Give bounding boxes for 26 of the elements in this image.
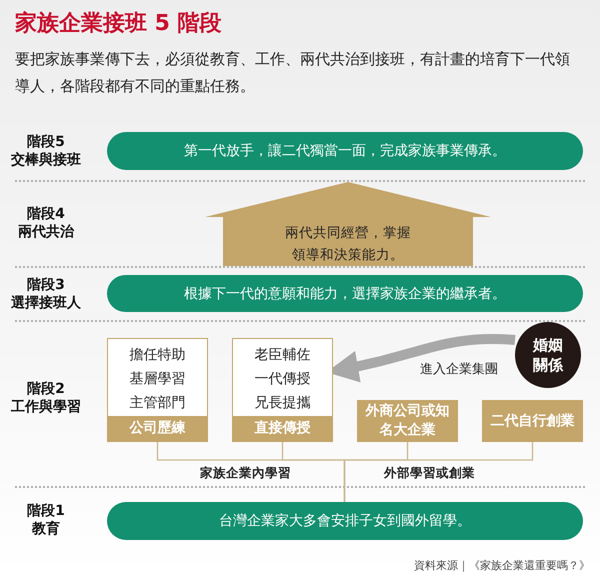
- relation-circle: 婚姻關係: [515, 322, 581, 388]
- stage-label: 階段1 教育: [26, 502, 66, 538]
- source-note: 資料來源｜《家族企業還重要嗎？》: [414, 558, 590, 573]
- stage-label: 階段2 工作與學習: [10, 380, 82, 416]
- stage-bar: 根據下一代的意願和能力，選擇家族企業的繼承者。: [107, 275, 583, 312]
- stage-bar: 第一代放手，讓二代獨當一面，完成家族事業傳承。: [107, 132, 583, 170]
- connector-line: [344, 442, 534, 502]
- card-title: 公司歷練: [108, 416, 207, 441]
- stage-label: 階段3 選擇接班人: [10, 276, 82, 312]
- group-label: 家族企業內學習: [200, 465, 291, 482]
- task-list: 擔任特助 基層學習 主管部門: [108, 339, 207, 415]
- stage-label: 階段5 交棒與接班: [10, 133, 82, 169]
- task-list: 老臣輔佐 一代傳授 兄長提攜: [233, 339, 332, 415]
- title: 家族企業接班 5 階段: [15, 10, 222, 38]
- task-text: 兩代共同經營，掌握領導和決策能力。: [284, 224, 412, 265]
- up-arrow-shape: [205, 182, 491, 266]
- path-box: 二代自行創業: [482, 400, 583, 442]
- edge-label: 進入企業集團: [420, 361, 498, 378]
- learning-card: [107, 338, 208, 442]
- card-title: 直接傳授: [233, 416, 332, 441]
- learning-card: [232, 338, 333, 442]
- stage-bar: 台灣企業家大多會安排子女到國外留學。: [107, 502, 583, 540]
- group-label: 外部學習或創業: [384, 465, 475, 482]
- stage-label: 階段4 兩代共治: [17, 205, 76, 241]
- intro-text: 要把家族事業傳下去，必須從教育、工作、兩代共治到接班，有計畫的培育下一代領導人，各階段都有不同的重點任務。: [15, 49, 570, 97]
- path-box: 外商公司或知名大企業: [357, 400, 458, 442]
